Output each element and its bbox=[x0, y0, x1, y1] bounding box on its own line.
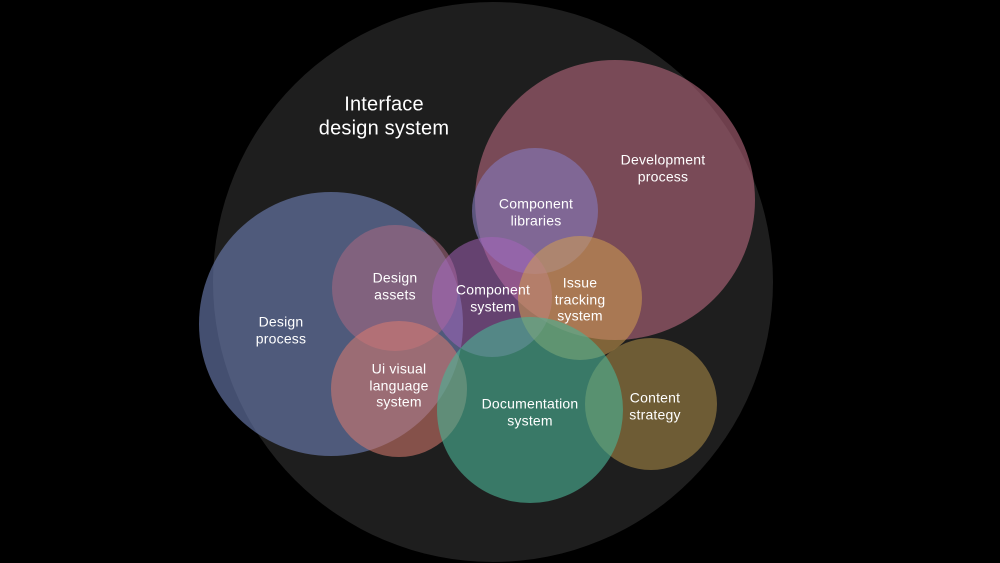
circle-documentation bbox=[437, 317, 623, 503]
